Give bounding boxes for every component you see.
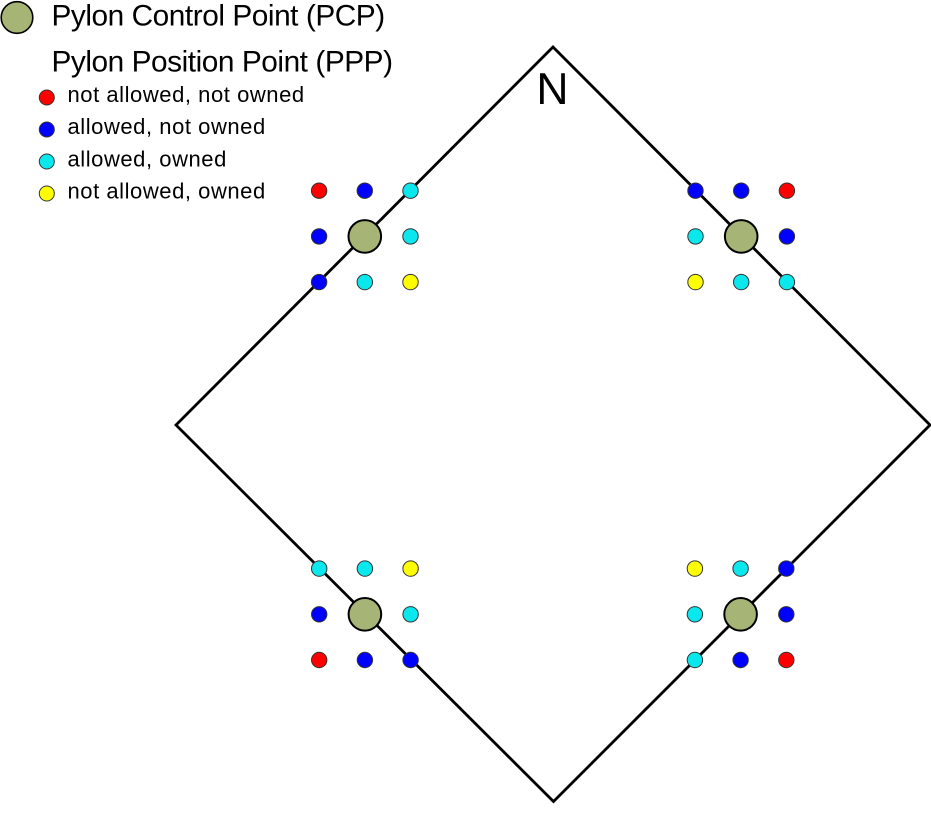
svg-text:N: N: [536, 65, 568, 114]
svg-text:allowed, not owned: allowed, not owned: [68, 114, 266, 139]
svg-text:Pylon Control Point (PCP): Pylon Control Point (PCP): [52, 0, 385, 32]
svg-text:Pylon Position Point (PPP): Pylon Position Point (PPP): [52, 45, 393, 78]
svg-text:not allowed, owned: not allowed, owned: [68, 179, 266, 204]
svg-text:not allowed, not owned: not allowed, not owned: [68, 82, 305, 107]
svg-text:allowed, owned: allowed, owned: [68, 146, 227, 171]
